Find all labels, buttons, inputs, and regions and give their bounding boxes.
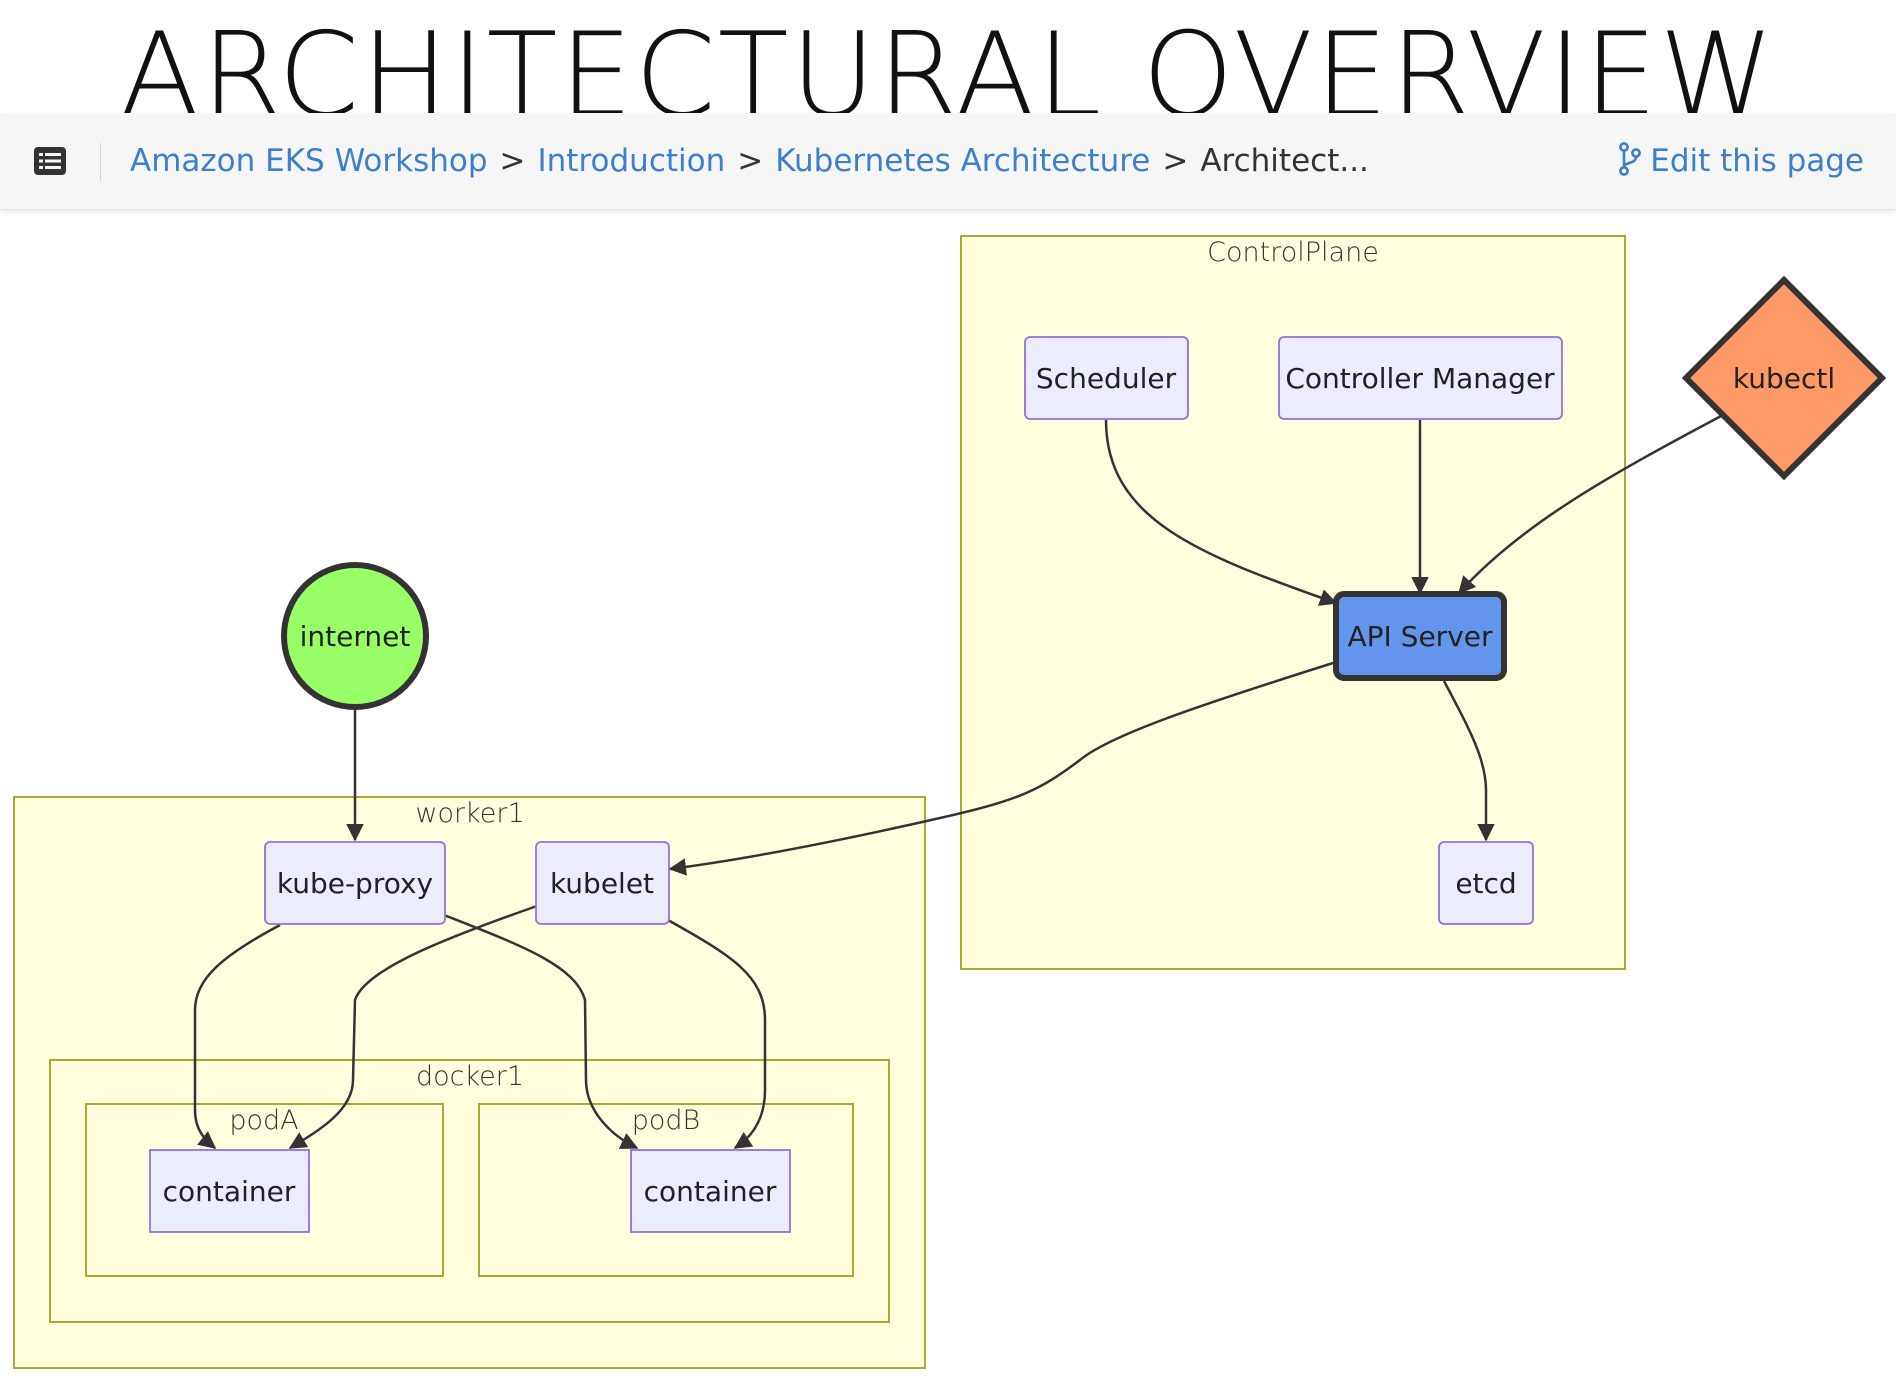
node-label-internet: internet — [300, 620, 411, 653]
edge-kubelet-container-b — [667, 918, 767, 1150]
node-label-scheduler: Scheduler — [1036, 362, 1177, 395]
breadcrumb-separator: > — [499, 143, 526, 179]
breadcrumb-item-introduction[interactable]: Introduction — [537, 143, 726, 179]
node-label-kubelet: kubelet — [550, 867, 654, 900]
divider — [100, 143, 101, 181]
cluster-label-control-plane: ControlPlane — [1207, 237, 1379, 268]
git-branch-icon — [1619, 142, 1642, 176]
breadcrumb-separator: > — [1162, 143, 1189, 179]
node-label-kube-proxy: kube-proxy — [277, 867, 433, 900]
edge-kube-proxy-container-b — [443, 913, 639, 1150]
breadcrumb-separator: > — [737, 143, 764, 179]
top-bar: Amazon EKS Workshop > Introduction > Kuberne… — [0, 113, 1896, 210]
cluster-label-docker1: docker1 — [416, 1061, 524, 1092]
edge-api-server-kubelet — [668, 661, 1334, 876]
breadcrumb-current: Architect... — [1200, 143, 1369, 179]
node-kube-proxy[interactable]: kube-proxy — [264, 841, 446, 925]
node-api-server[interactable]: API Server — [1333, 591, 1507, 681]
edge-kubectl-api-server — [1458, 413, 1724, 595]
list-icon[interactable] — [34, 147, 66, 175]
node-label-container-pod-b: container — [644, 1175, 777, 1208]
node-internet[interactable]: internet — [281, 562, 429, 710]
node-container-pod-a[interactable]: container — [149, 1149, 310, 1233]
node-label-kubectl: kubectl — [1733, 362, 1835, 395]
breadcrumb-item-amazon-eks-workshop[interactable]: Amazon EKS Workshop — [130, 143, 488, 179]
cluster-label-worker1: worker1 — [415, 798, 524, 829]
edge-kube-proxy-container-a — [193, 923, 281, 1149]
edge-kubelet-container-a — [288, 904, 538, 1150]
node-label-controller-manager: Controller Manager — [1285, 362, 1555, 395]
node-kubelet[interactable]: kubelet — [535, 841, 670, 925]
cluster-label-pod-b: podB — [632, 1105, 700, 1136]
edge-scheduler-api-server — [1104, 419, 1338, 606]
node-scheduler[interactable]: Scheduler — [1024, 336, 1189, 420]
edit-this-page-label: Edit this page — [1650, 143, 1864, 179]
node-label-etcd: etcd — [1455, 867, 1516, 900]
node-label-container-pod-a: container — [163, 1175, 296, 1208]
edge-api-server-etcd — [1442, 680, 1495, 842]
node-etcd[interactable]: etcd — [1438, 841, 1534, 925]
node-controller-manager[interactable]: Controller Manager — [1278, 336, 1563, 420]
breadcrumb: Amazon EKS Workshop > Introduction > Kuberne… — [130, 139, 1369, 183]
cluster-label-pod-a: podA — [229, 1105, 298, 1136]
node-label-api-server: API Server — [1347, 620, 1493, 653]
edit-this-page-link[interactable]: Edit this page — [1618, 139, 1864, 183]
breadcrumb-item-kubernetes-architecture[interactable]: Kubernetes Architecture — [775, 143, 1151, 179]
node-container-pod-b[interactable]: container — [630, 1149, 791, 1233]
node-kubectl[interactable]: kubectl — [1681, 275, 1887, 481]
